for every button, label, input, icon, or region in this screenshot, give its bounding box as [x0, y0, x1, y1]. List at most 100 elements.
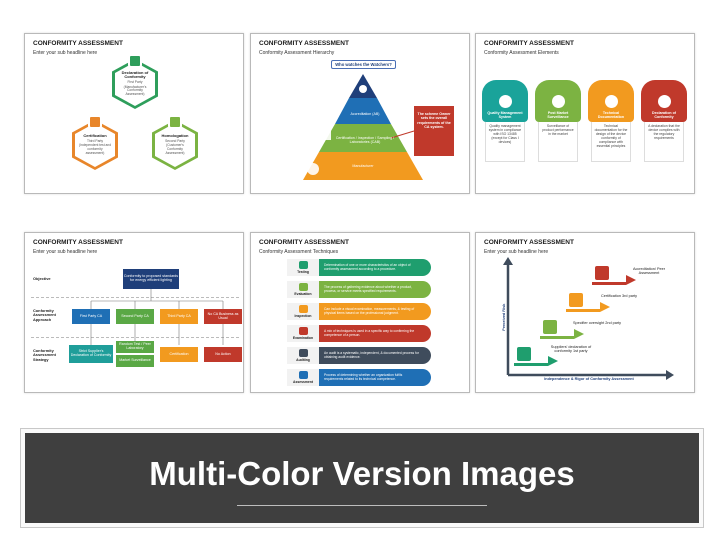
exam-icon — [298, 327, 308, 335]
magnifier-icon — [298, 305, 308, 313]
element-declaration: Declaration of Conformity A declaration … — [641, 80, 687, 170]
banner-underline — [237, 505, 487, 506]
slide-thumbnail-5[interactable]: CONFORMITY ASSESSMENT Conformity Assessm… — [250, 232, 470, 393]
row-label-strategy: Conformity Assessment Strategy — [33, 348, 56, 362]
hexagon-party: Third Party — [86, 138, 104, 143]
certificate-icon — [569, 293, 583, 307]
element-technical-documentation: Technical Documentation Technical docume… — [588, 80, 634, 170]
slide-subtitle: Conformity Assessment Elements — [484, 50, 559, 56]
slide-subtitle: Conformity Assessment Techniques — [259, 249, 339, 255]
row-label-objective: Objective — [33, 276, 51, 281]
hexagon-desc: (Independent test and conformity assessm… — [78, 143, 112, 155]
technique-desc: Process of determining whether an organi… — [319, 369, 431, 386]
x-axis-label: Independence & Rigor of Conformity Asses… — [544, 377, 634, 381]
strategy-random-test: Random Test / Peer Laboratory — [116, 341, 154, 353]
hexagon-party: Second Party — [165, 138, 185, 143]
hexagon-label: Declaration of Conformity — [121, 70, 149, 80]
clipboard-icon — [298, 371, 308, 379]
element-desc: Quality management system in compliance … — [485, 122, 525, 162]
hierarchy-banner: Who watches the Watchers? — [331, 60, 396, 69]
slide-thumbnail-6[interactable]: CONFORMITY ASSESSMENT Enter your sub hea… — [475, 232, 695, 393]
slide-title: CONFORMITY ASSESSMENT — [484, 40, 574, 47]
approach-second-party: Second Party CA — [116, 309, 154, 324]
element-desc: Surveillance of product performance in t… — [538, 122, 578, 162]
approach-no-ca: No CA Business as Usual — [204, 309, 242, 324]
tier-certification: Certification / Inspection / Sampling / … — [335, 135, 395, 144]
step-label-1st-party: Suppliers' declaration of conformity 1st… — [550, 345, 592, 354]
slide-thumbnail-1[interactable]: CONFORMITY ASSESSMENT Enter your sub hea… — [24, 33, 244, 194]
strategy-sdoc: Strict Supplier's Declaration of Conform… — [69, 345, 113, 363]
technique-label: Evaluation — [294, 292, 312, 296]
slide-title: CONFORMITY ASSESSMENT — [33, 239, 123, 246]
technique-label: Testing — [297, 270, 309, 274]
search-icon — [298, 349, 308, 357]
technique-evaluation: Evaluation The process of gathering evid… — [287, 281, 431, 298]
step-label-2nd-party: Specifier oversight 2nd party — [572, 321, 622, 325]
element-desc: Technical documentation for the design o… — [591, 122, 631, 162]
slide-title: CONFORMITY ASSESSMENT — [484, 239, 574, 246]
flow-connectors — [90, 289, 224, 345]
element-quality-management: Quality Management System Quality manage… — [482, 80, 528, 170]
element-label: Post Market Surveillance — [547, 110, 569, 119]
hexagon-party: First Party — [127, 79, 143, 84]
technique-desc: Can include a visual examination, measur… — [319, 303, 431, 320]
element-label: Quality Management System — [487, 110, 523, 119]
technique-auditing: Auditing An audit is a systematic, indep… — [287, 347, 431, 364]
slide-title: CONFORMITY ASSESSMENT — [259, 40, 349, 47]
hexagon-label: Certification — [83, 133, 107, 139]
footer-banner: Multi-Color Version Images — [25, 433, 699, 523]
hexagon-desc: (Customer's Conformity Assessment) — [165, 143, 185, 155]
row-divider — [31, 297, 239, 298]
step-label-3rd-party: Certification 3rd party — [600, 294, 638, 298]
slide-thumbnail-3[interactable]: CONFORMITY ASSESSMENT Conformity Assessm… — [475, 33, 695, 194]
certificate-icon — [88, 115, 102, 129]
slide-thumbnail-2[interactable]: CONFORMITY ASSESSMENT Conformity Assessm… — [250, 33, 470, 194]
slide-thumbnail-4[interactable]: CONFORMITY ASSESSMENT Enter your sub hea… — [24, 232, 244, 393]
hexagon-label: Homologation — [161, 133, 189, 139]
technique-testing: Testing Determination of one or more cha… — [287, 259, 431, 276]
slide-subtitle: Enter your sub headline here — [33, 50, 98, 56]
technique-desc: The process of gathering evidence about … — [319, 281, 431, 298]
slide-title: CONFORMITY ASSESSMENT — [259, 239, 349, 246]
chart-icon — [168, 115, 182, 129]
objective-box: Conformity to proposed standards for ene… — [123, 269, 179, 289]
hexagon-desc: (Manufacturer's Conformity Assessment) — [123, 84, 147, 97]
slide-subtitle: Enter your sub headline here — [33, 249, 98, 255]
technique-assessment: Assessment Process of determining whethe… — [287, 369, 431, 386]
technique-label: Inspection — [294, 314, 312, 318]
approach-first-party: First Party CA — [72, 309, 110, 324]
step-label-accreditation: Accreditation/ Peer Assessment — [632, 267, 666, 276]
technique-label: Auditing — [296, 358, 310, 362]
banner-title: Multi-Color Version Images — [149, 455, 575, 492]
tier-manufacturer: Manufacturer — [352, 163, 374, 168]
technique-desc: A mix of techniques is used in a specifi… — [319, 325, 431, 342]
technique-label: Examination — [292, 336, 314, 340]
staircase-graphic — [503, 257, 674, 380]
slide-subtitle: Conformity Assessment Hierarchy — [259, 50, 335, 56]
scheme-owner-note: The scheme Owner sets the overall requir… — [414, 106, 454, 156]
approach-third-party: Third Party CA — [160, 309, 198, 324]
technique-inspection: Inspection Can include a visual examinat… — [287, 303, 431, 320]
document-icon — [604, 94, 618, 108]
certificate-icon — [657, 94, 671, 108]
slide-subtitle: Enter your sub headline here — [484, 249, 549, 255]
document-icon — [128, 54, 142, 68]
strategy-no-action: No Action — [204, 347, 242, 362]
element-post-market: Post Market Surveillance Surveillance of… — [535, 80, 581, 170]
accreditation-icon — [595, 266, 609, 280]
checklist-icon — [298, 283, 308, 291]
strategy-certification: Certification — [160, 347, 198, 362]
tier-accreditation: Accreditation (AB) — [350, 111, 380, 116]
technique-desc: An audit is a systematic, independent, &… — [319, 347, 431, 364]
element-label: Technical Documentation — [597, 110, 625, 119]
chart-icon — [551, 94, 565, 108]
badge-icon — [498, 94, 512, 108]
row-label-approach: Conformity Assessment Approach — [33, 308, 56, 322]
strategy-market-surveillance: Market Surveillance — [116, 355, 154, 367]
element-label: Declaration of Conformity — [652, 110, 676, 119]
technique-label: Assessment — [293, 380, 313, 384]
technique-desc: Determination of one or more characteris… — [319, 259, 431, 276]
element-desc: A declaration that the device complies w… — [644, 122, 684, 162]
declaration-icon — [517, 347, 531, 361]
pyramid-graphic — [303, 74, 423, 180]
